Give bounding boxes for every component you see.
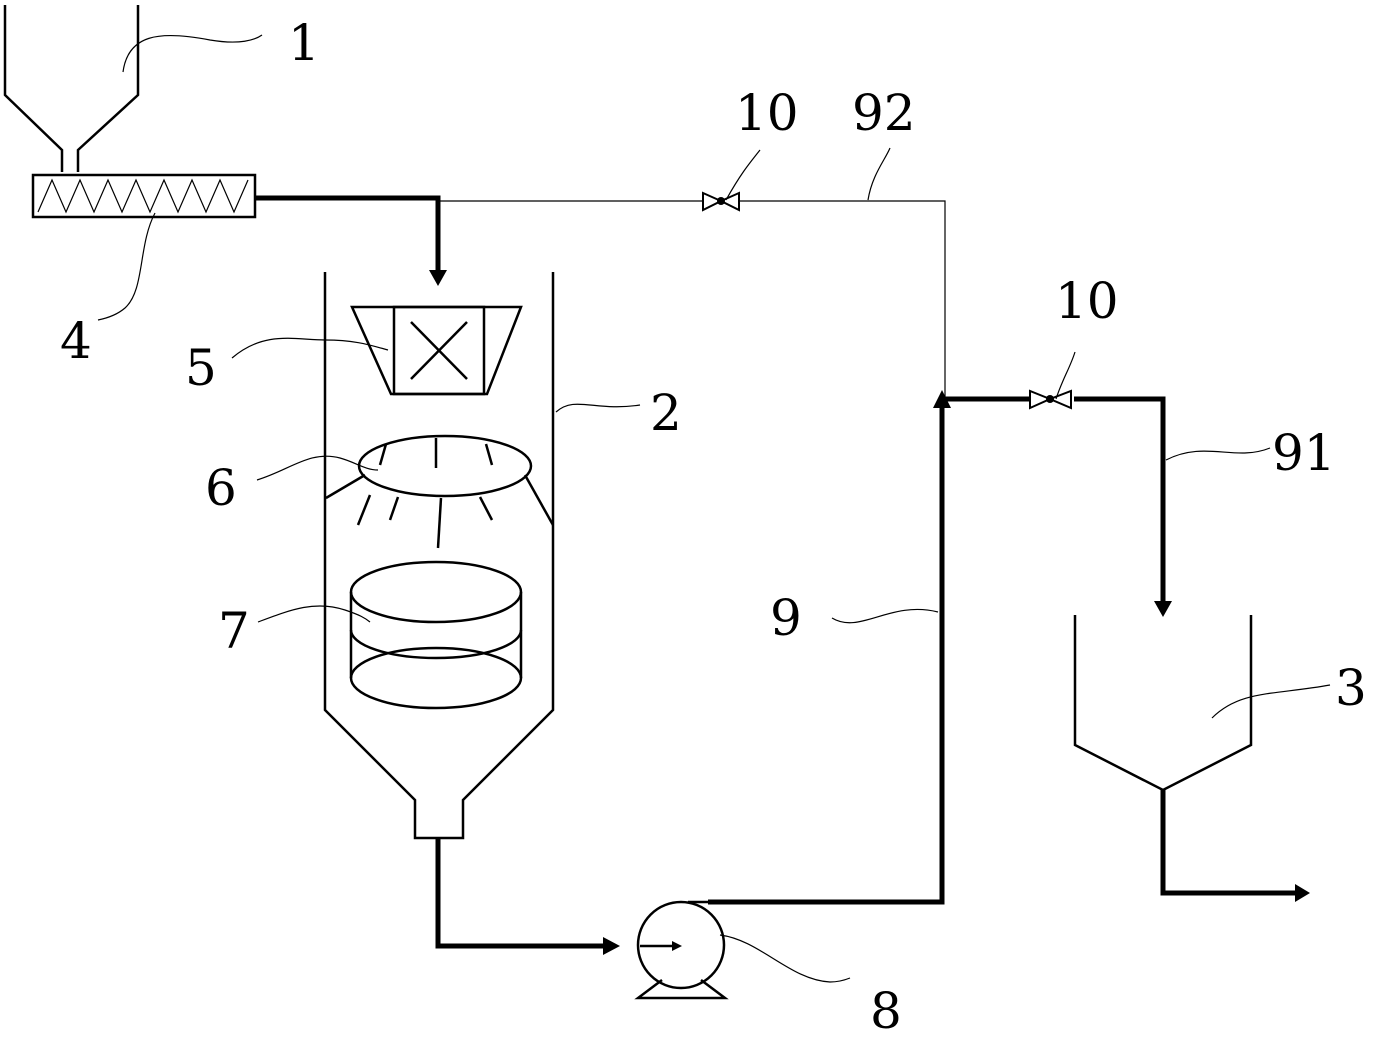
branch-pipe — [942, 396, 1172, 617]
filter-basket — [349, 560, 523, 710]
label-spray-ring: 6 — [205, 459, 237, 517]
return-pipe — [438, 200, 946, 400]
label-pump: 8 — [870, 982, 902, 1038]
leader-lines — [97, 34, 1331, 983]
label-hopper: 1 — [288, 14, 320, 72]
label-screw-feeder: 4 — [60, 312, 92, 370]
label-branch-pipe: 91 — [1272, 424, 1336, 482]
valve-top — [702, 191, 740, 212]
screw-feeder — [31, 173, 257, 219]
hopper — [3, 5, 140, 172]
riser-pipe — [708, 390, 951, 905]
label-valve-right: 10 — [1055, 272, 1119, 330]
valve-right — [1029, 389, 1072, 410]
outlet-pipe — [435, 838, 620, 955]
label-valve-top: 10 — [735, 84, 799, 142]
label-distributor: 5 — [185, 339, 217, 397]
label-return-pipe: 92 — [852, 84, 916, 142]
label-tank: 2 — [650, 384, 682, 442]
label-riser-pipe: 9 — [770, 589, 802, 647]
feed-pipe — [255, 195, 447, 286]
label-filter-basket: 7 — [218, 602, 250, 660]
distributor — [350, 305, 523, 396]
pump — [634, 900, 729, 1000]
number-labels: 1 2 3 4 5 6 7 8 9 10 10 91 92 — [60, 14, 1367, 1038]
label-settling-tank: 3 — [1335, 659, 1367, 717]
main-tank — [323, 272, 555, 840]
settling-tank — [1073, 615, 1310, 902]
spray-ring — [325, 434, 555, 549]
